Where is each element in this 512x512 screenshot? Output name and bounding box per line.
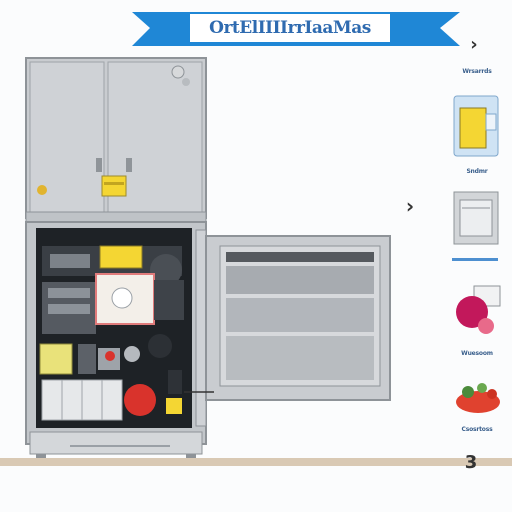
upper-cabinet bbox=[25, 57, 207, 219]
fruit-icon[interactable] bbox=[452, 284, 504, 338]
sidebar-divider bbox=[452, 258, 498, 261]
page-indicator-icon: 3 bbox=[464, 452, 478, 473]
water-bottle-icon[interactable] bbox=[452, 94, 500, 160]
sidebar-item-2-label: Sndmr bbox=[466, 168, 488, 175]
vegetables-icon[interactable] bbox=[452, 378, 504, 416]
lower-cabinet bbox=[25, 221, 207, 460]
next-arrow-icon[interactable]: › bbox=[405, 194, 415, 218]
banner-label-box bbox=[190, 14, 390, 42]
sidebar-item-3-label: Wuesoom bbox=[461, 350, 493, 357]
prev-arrow-icon[interactable]: › bbox=[470, 34, 478, 55]
banner-title: OrtElIIIIrrIaaMas bbox=[209, 18, 371, 38]
floor-strip bbox=[0, 458, 512, 466]
freezer-drawer-icon[interactable] bbox=[452, 190, 500, 246]
open-door bbox=[195, 229, 391, 427]
title-banner bbox=[132, 12, 460, 46]
sidebar-item-1-label: Wrsarrds bbox=[462, 68, 492, 75]
sidebar-item-4-label: Csosrtoss bbox=[461, 426, 493, 433]
